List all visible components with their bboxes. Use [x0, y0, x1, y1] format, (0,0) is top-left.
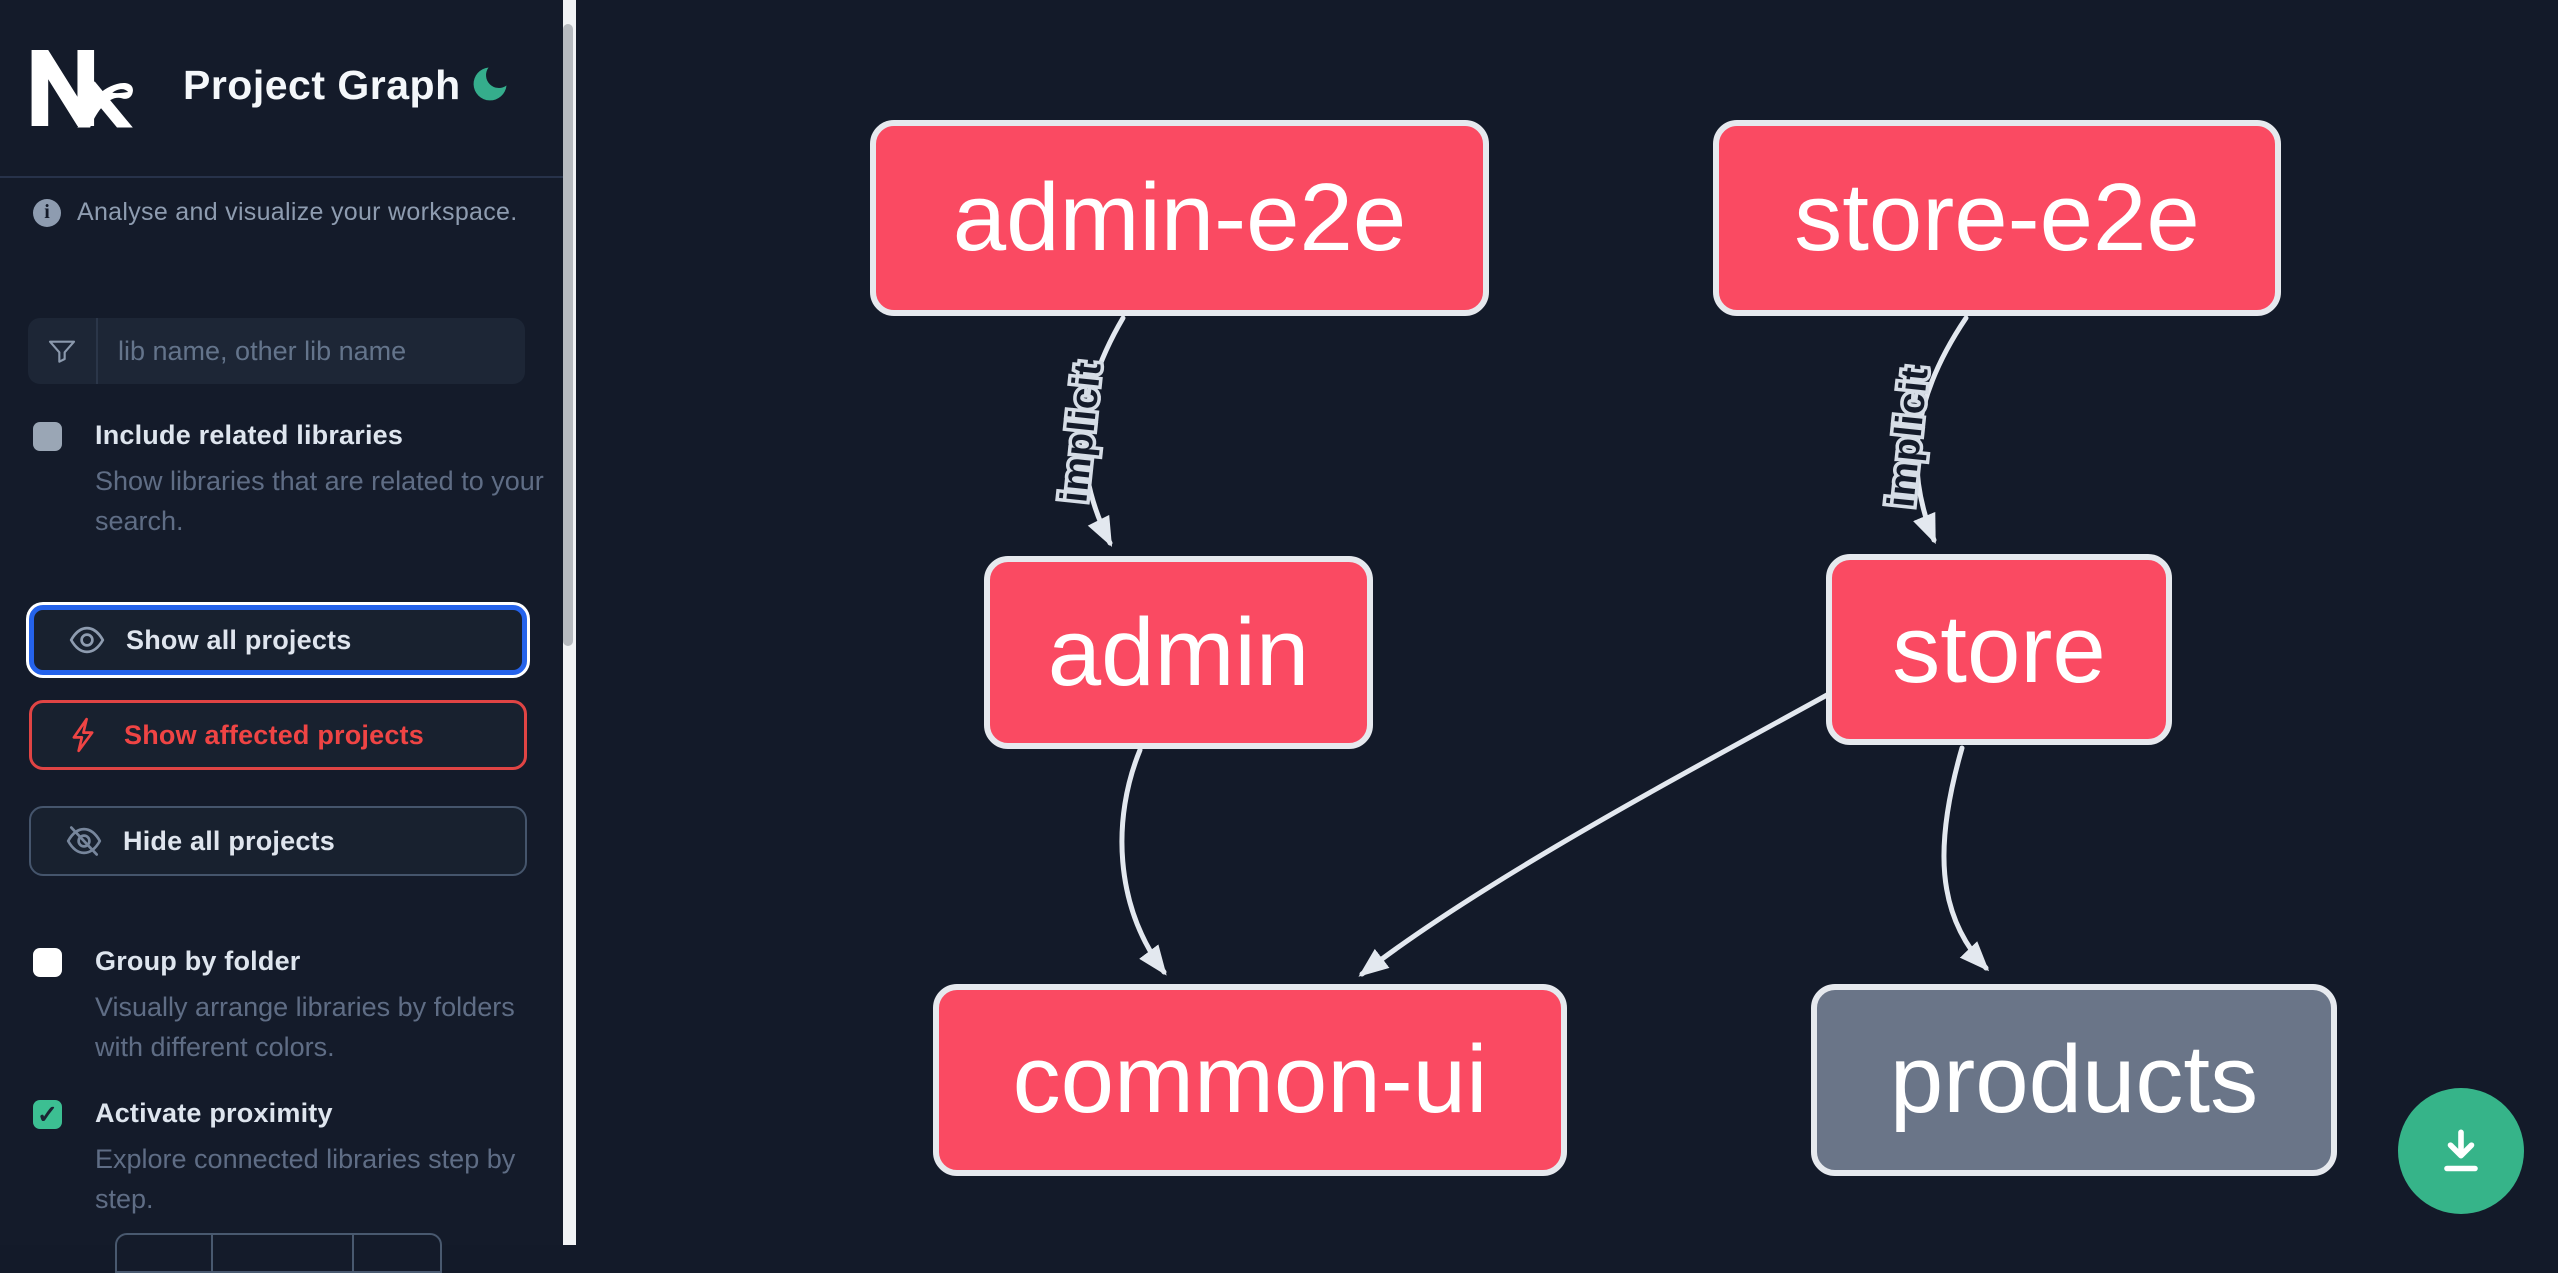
- button-label: Show all projects: [126, 624, 352, 655]
- include-related-checkbox[interactable]: [33, 422, 62, 451]
- eye-off-icon: [66, 826, 102, 856]
- show-affected-projects-button[interactable]: Show affected projects: [29, 700, 527, 770]
- sidebar: Project Graph i Analyse and visualize yo…: [0, 0, 563, 1273]
- checkbox-label: Activate proximity: [95, 1098, 333, 1128]
- edge-admin-to-common-ui[interactable]: [1119, 747, 1167, 976]
- bolt-icon: [72, 717, 94, 753]
- checkbox-label: Include related libraries: [95, 420, 404, 450]
- activate-proximity-checkbox[interactable]: ✓: [33, 1100, 62, 1129]
- graph-node-admin-e2e[interactable]: admin-e2e: [870, 120, 1489, 316]
- hide-all-projects-button[interactable]: Hide all projects: [29, 806, 527, 876]
- edges-layer: [1081, 315, 1990, 977]
- edge-store-e2e-to-store[interactable]: [1913, 315, 1969, 545]
- save-image-button[interactable]: [2398, 1088, 2524, 1214]
- checkbox-label: Group by folder: [95, 946, 301, 976]
- button-label: Hide all projects: [123, 825, 335, 856]
- tagline-row: i Analyse and visualize your workspace.: [33, 198, 517, 227]
- sidebar-scrollbar[interactable]: [563, 0, 576, 1245]
- page-title: Project Graph: [183, 62, 461, 108]
- search-input-box: [28, 318, 525, 384]
- edge-store-to-common-ui[interactable]: [1358, 692, 1830, 977]
- checkbox-description: Explore connected libraries step by step…: [95, 1144, 516, 1214]
- download-icon: [2444, 1129, 2478, 1172]
- search-input[interactable]: [98, 335, 525, 367]
- checkbox-row-activate-proximity: ✓ Activate proximity Explore connected l…: [33, 1098, 533, 1219]
- graph-node-products[interactable]: products: [1811, 984, 2337, 1176]
- proximity-stepper[interactable]: [115, 1233, 442, 1273]
- eye-icon: [69, 626, 105, 654]
- button-label: Show affected projects: [124, 719, 424, 750]
- group-by-folder-checkbox[interactable]: [33, 948, 62, 977]
- tagline-text: Analyse and visualize your workspace.: [77, 198, 518, 226]
- graph-node-admin[interactable]: admin: [984, 556, 1373, 749]
- sidebar-header: Project Graph: [0, 0, 563, 178]
- edge-admin-e2e-to-admin[interactable]: [1081, 315, 1126, 548]
- scrollbar-thumb[interactable]: [563, 24, 573, 646]
- graph-node-store-e2e[interactable]: store-e2e: [1713, 120, 2281, 316]
- dark-mode-moon-icon[interactable]: [468, 62, 512, 106]
- nx-logo-icon: [31, 50, 133, 128]
- info-icon: i: [33, 198, 61, 227]
- project-graph-canvas[interactable]: admin-e2e store-e2e admin store common-ui pro…: [576, 0, 2558, 1245]
- edge-store-to-products[interactable]: [1941, 745, 1990, 972]
- checkbox-row-include-related: Include related libraries Show libraries…: [33, 420, 544, 541]
- graph-node-common-ui[interactable]: common-ui: [933, 984, 1567, 1176]
- checkbox-description: Visually arrange libraries by folders wi…: [95, 992, 515, 1062]
- graph-node-store[interactable]: store: [1826, 554, 2172, 745]
- show-all-projects-button[interactable]: Show all projects: [29, 605, 527, 675]
- checkbox-row-group-by-folder: Group by folder Visually arrange librari…: [33, 946, 533, 1067]
- filter-funnel-icon: [28, 318, 98, 384]
- checkbox-description: Show libraries that are related to your …: [95, 466, 544, 536]
